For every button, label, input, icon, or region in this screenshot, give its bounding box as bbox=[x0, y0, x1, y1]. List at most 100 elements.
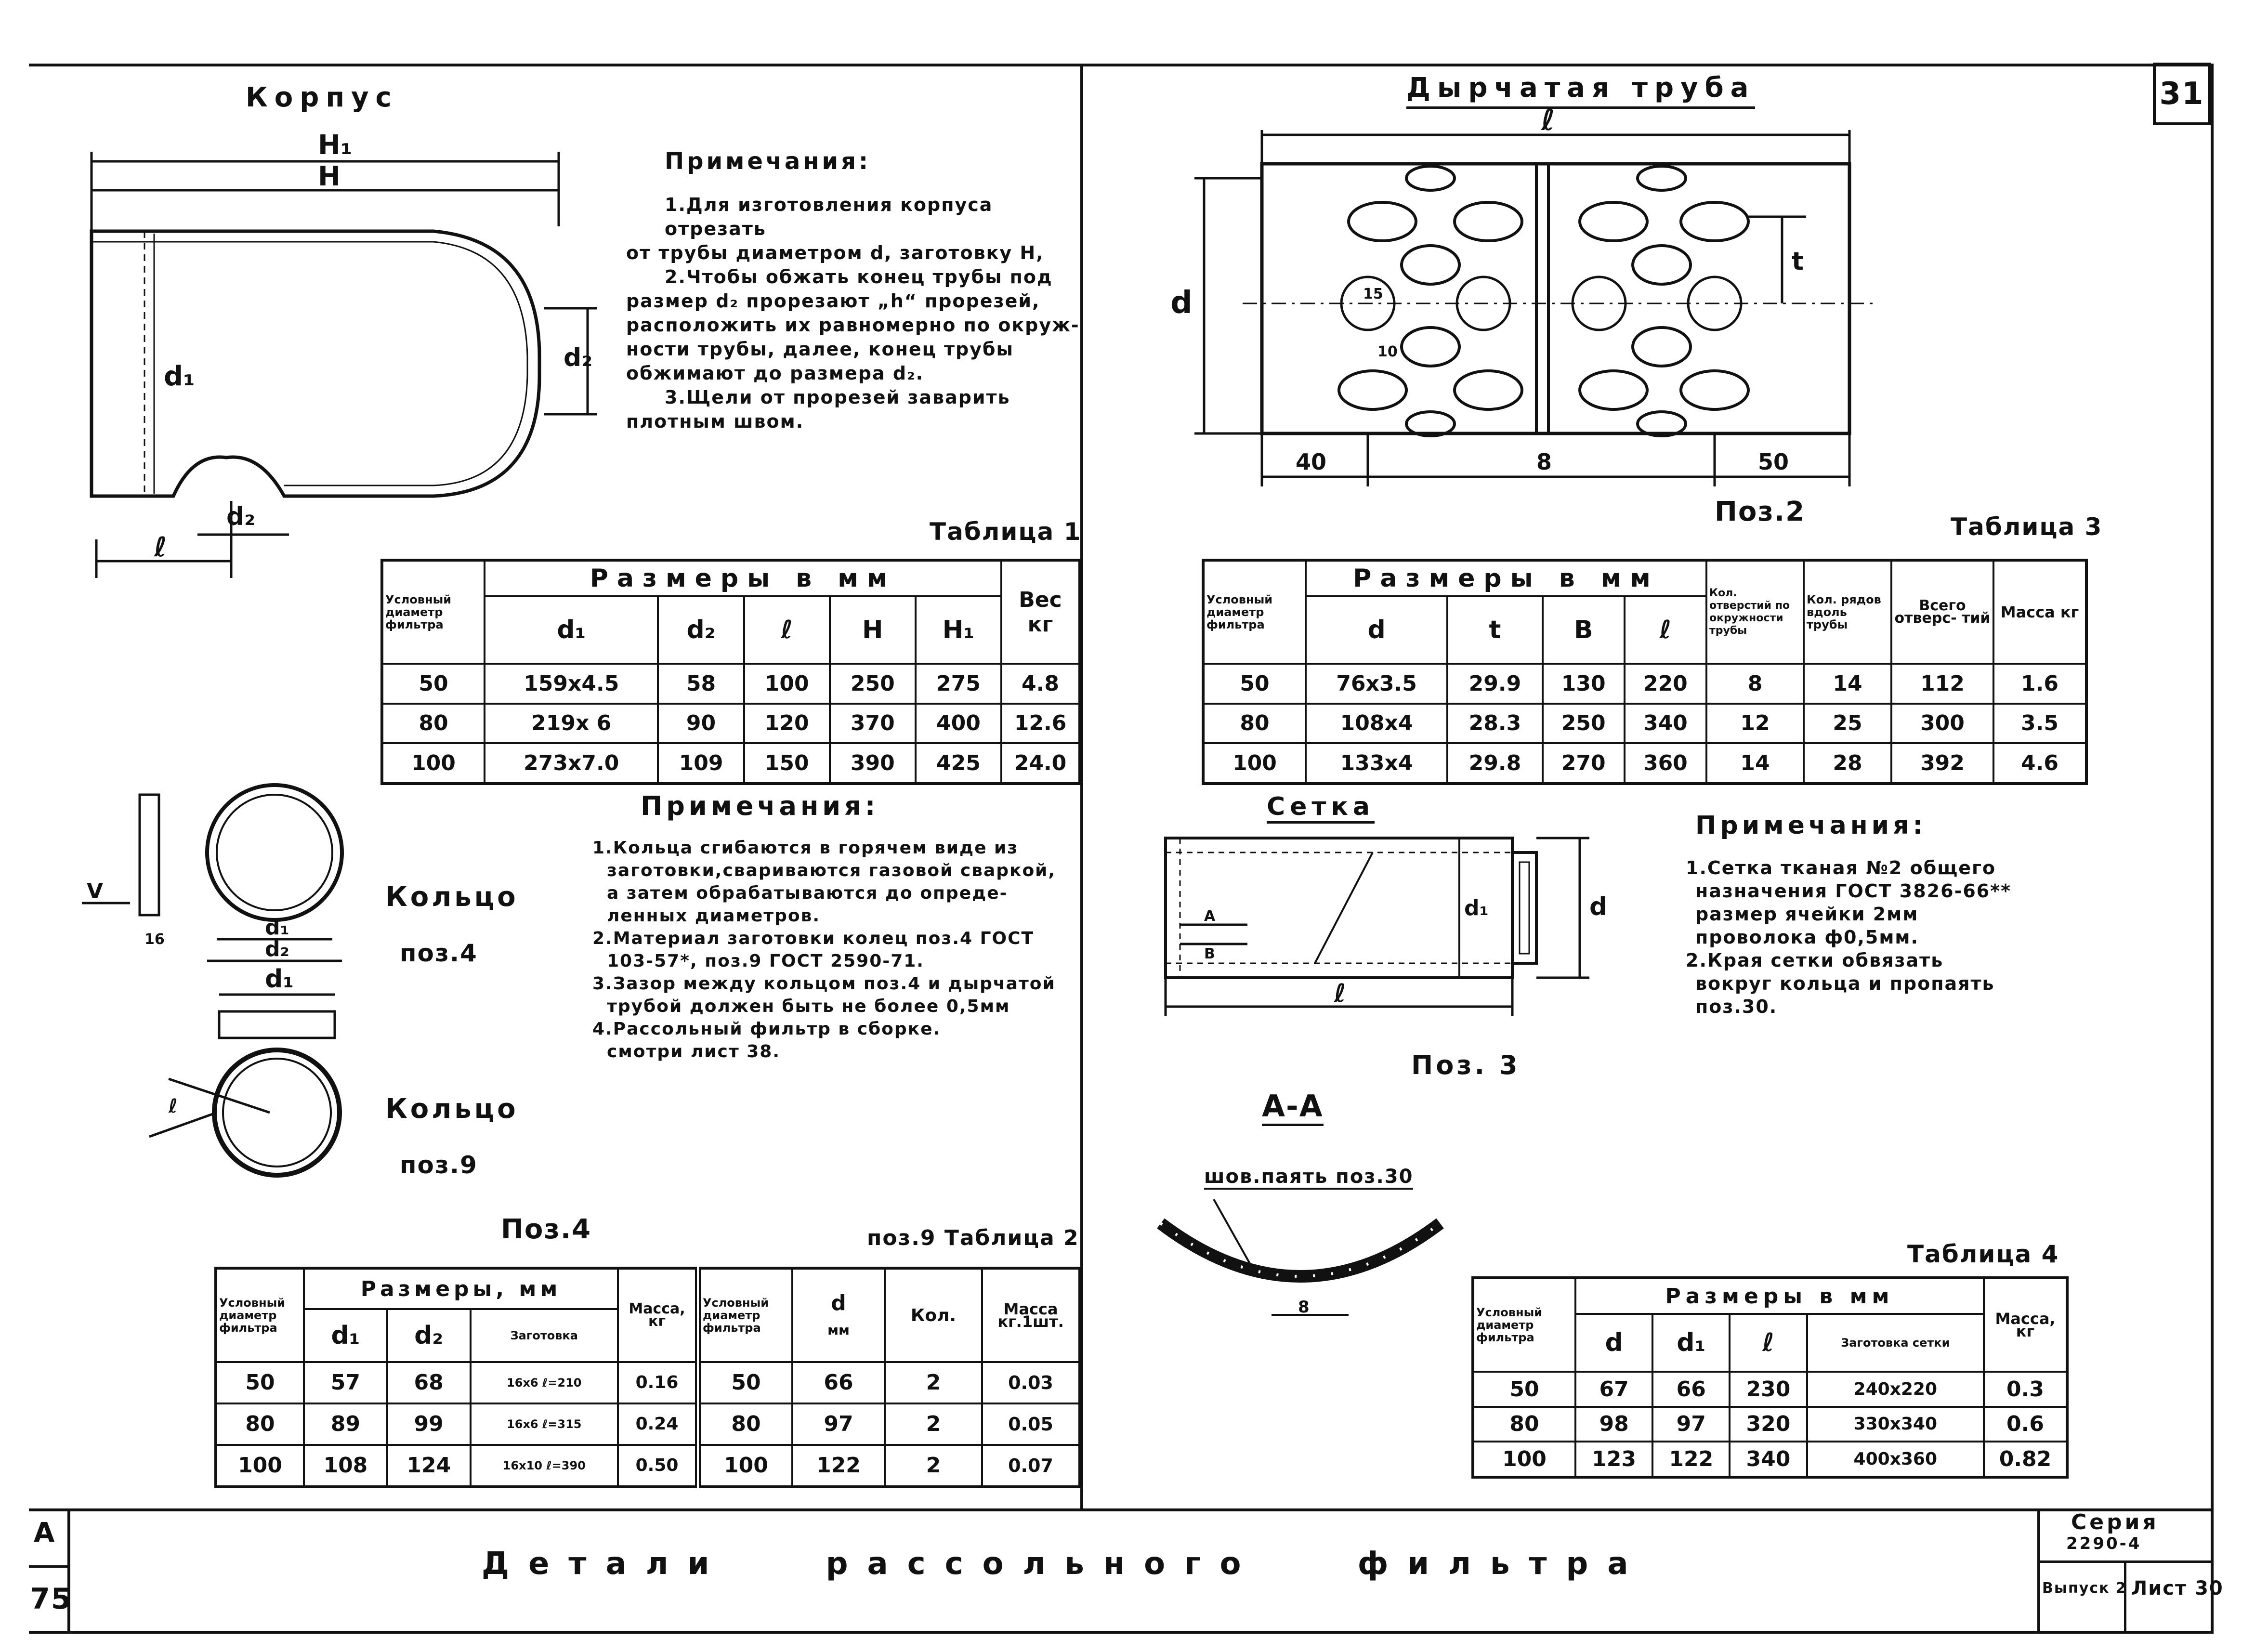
cell: 150 bbox=[743, 742, 831, 785]
table3-col: d bbox=[1304, 595, 1449, 665]
stamp-right-vdivider bbox=[2124, 1560, 2126, 1633]
cell: 4.6 bbox=[1993, 742, 2087, 785]
cell: 50 bbox=[215, 1361, 305, 1404]
cell: 159x4.5 bbox=[483, 663, 659, 705]
table1-col: d₁ bbox=[483, 595, 659, 665]
stamp-left-line bbox=[67, 1508, 70, 1634]
bottom-border bbox=[29, 1631, 2214, 1634]
cell: 219x 6 bbox=[483, 702, 659, 744]
series-value: 2290-4 bbox=[2066, 1534, 2142, 1553]
dim-d1: d₁ bbox=[164, 361, 195, 392]
cell: 50 bbox=[1202, 663, 1307, 705]
section-dim: 8 bbox=[1298, 1298, 1310, 1317]
cell: 28.3 bbox=[1446, 702, 1544, 744]
section-drawing: 8 bbox=[1157, 1199, 1444, 1317]
sheet-number-box: 31 bbox=[2153, 63, 2211, 125]
setka-dim-d1: d₁ bbox=[1464, 896, 1489, 920]
korpus-drawing: H₁ H d₁ d₂ d₂ ℓ bbox=[90, 130, 597, 578]
notes2-line: а затем обрабатываются до опреде- bbox=[607, 883, 1008, 903]
cell: 90 bbox=[657, 702, 745, 744]
cell: 108x4 bbox=[1304, 702, 1449, 744]
tube-dim-hole2: 10 bbox=[1377, 343, 1398, 360]
cell: 25 bbox=[1803, 702, 1892, 744]
setka-title: Сетка bbox=[1267, 792, 1375, 824]
cell: 100 bbox=[695, 1443, 793, 1488]
table1-col: H bbox=[828, 595, 917, 665]
cell: 29.9 bbox=[1446, 663, 1544, 705]
cell: 392 bbox=[1890, 742, 1994, 785]
cell: 3.5 bbox=[1993, 702, 2087, 744]
cell: 50 bbox=[381, 663, 485, 705]
stamp-right-line bbox=[2037, 1508, 2040, 1634]
cell: 230 bbox=[1729, 1371, 1808, 1408]
cell: 100 bbox=[1202, 742, 1307, 785]
table1-h-dims: Размеры в мм bbox=[484, 559, 1002, 597]
cell: 50 bbox=[1472, 1371, 1576, 1408]
notes3-line: размер ячейки 2мм bbox=[1695, 904, 1919, 925]
cell: 80 bbox=[381, 702, 485, 744]
cell: 67 bbox=[1574, 1371, 1654, 1408]
table3-h-cond: Условный диаметр фильтра bbox=[1202, 559, 1307, 665]
cell: 68 bbox=[386, 1361, 472, 1404]
dim-l: ℓ bbox=[154, 532, 167, 563]
dim-H: H bbox=[318, 161, 341, 192]
cell: 123 bbox=[1574, 1441, 1654, 1478]
table1-col: H₁ bbox=[914, 595, 1003, 665]
ring4-d2: d₂ bbox=[265, 937, 289, 961]
cell: 250 bbox=[1541, 702, 1626, 744]
cell: 109 bbox=[657, 742, 745, 785]
cell: 340 bbox=[1729, 1441, 1808, 1478]
stamp-left-divider bbox=[29, 1565, 67, 1568]
cell: 80 bbox=[1202, 702, 1307, 744]
cell: 120 bbox=[743, 702, 831, 744]
top-border bbox=[29, 64, 2211, 66]
cell: 320 bbox=[1729, 1405, 1808, 1443]
table3-col: B bbox=[1541, 595, 1626, 665]
table4-h-cond: Условный диаметр фильтра bbox=[1472, 1277, 1576, 1373]
stamp-left-bottom: 75 bbox=[30, 1582, 72, 1616]
cell: 2 bbox=[884, 1361, 983, 1404]
cell: 220 bbox=[1623, 663, 1708, 705]
cell: 58 bbox=[657, 663, 745, 705]
table1: Условный диаметр фильтра Размеры в мм Ве… bbox=[380, 559, 1081, 785]
table3-col: t bbox=[1446, 595, 1544, 665]
cell: 66 bbox=[791, 1361, 886, 1404]
cell: 108 bbox=[303, 1443, 388, 1488]
table2-h-qty: Кол. bbox=[884, 1267, 983, 1363]
series-label: Серия bbox=[2071, 1510, 2159, 1534]
tube-dim-hole: 15 bbox=[1363, 286, 1383, 302]
table-row: 80 89 99 16x6 ℓ=315 0.24 80 97 2 0.05 bbox=[215, 1402, 1081, 1446]
cell: 97 bbox=[1652, 1405, 1731, 1443]
notes3-line: 2.Края сетки обвязать bbox=[1686, 950, 1944, 971]
notes3-heading: Примечания: bbox=[1695, 811, 1927, 840]
table4-h-blank: Заготовка сетки bbox=[1806, 1313, 1985, 1373]
table2-h-d2: d₂ bbox=[386, 1308, 472, 1363]
cell: 8 bbox=[1705, 663, 1805, 705]
cell: 122 bbox=[791, 1443, 886, 1488]
table-row: 80 108x4 28.3 250 340 12 25 300 3.5 bbox=[1202, 702, 2087, 744]
notes1-line: ности трубы, далее, конец трубы bbox=[626, 339, 1014, 360]
cell: 370 bbox=[828, 702, 917, 744]
tube-dim-l: ℓ bbox=[1541, 104, 1555, 137]
cell: 240x220 bbox=[1806, 1371, 1985, 1408]
tube-dim-c: 50 bbox=[1758, 449, 1789, 475]
cell: 340 bbox=[1623, 702, 1708, 744]
notes3-line: поз.30. bbox=[1695, 996, 1778, 1017]
cell: 0.24 bbox=[617, 1402, 699, 1446]
cell: 270 bbox=[1541, 742, 1626, 785]
cell: 112 bbox=[1890, 663, 1994, 705]
tube-drawing: ℓ d t 15 10 40 8 50 bbox=[1170, 104, 1878, 486]
notes2-line: 3.Зазор между кольцом поз.4 и дырчатой bbox=[592, 974, 1056, 994]
table3-h-dims: Размеры в мм bbox=[1305, 559, 1707, 597]
center-divider bbox=[1080, 64, 1083, 1508]
cell: 0.07 bbox=[981, 1443, 1081, 1488]
table1-h-cond: Условный диаметр фильтра bbox=[381, 559, 485, 665]
table2-h-mass: Масса, кг bbox=[617, 1267, 699, 1363]
cell: 2 bbox=[884, 1443, 983, 1488]
table-row: 100 108 124 16x10 ℓ=390 0.50 100 122 2 0… bbox=[215, 1443, 1081, 1488]
cell: 97 bbox=[791, 1402, 886, 1446]
cell: 100 bbox=[381, 742, 485, 785]
table4-caption: Таблица 4 bbox=[1907, 1240, 2059, 1268]
cell: 250 bbox=[828, 663, 917, 705]
table2-h-d-unit: мм bbox=[827, 1322, 850, 1338]
